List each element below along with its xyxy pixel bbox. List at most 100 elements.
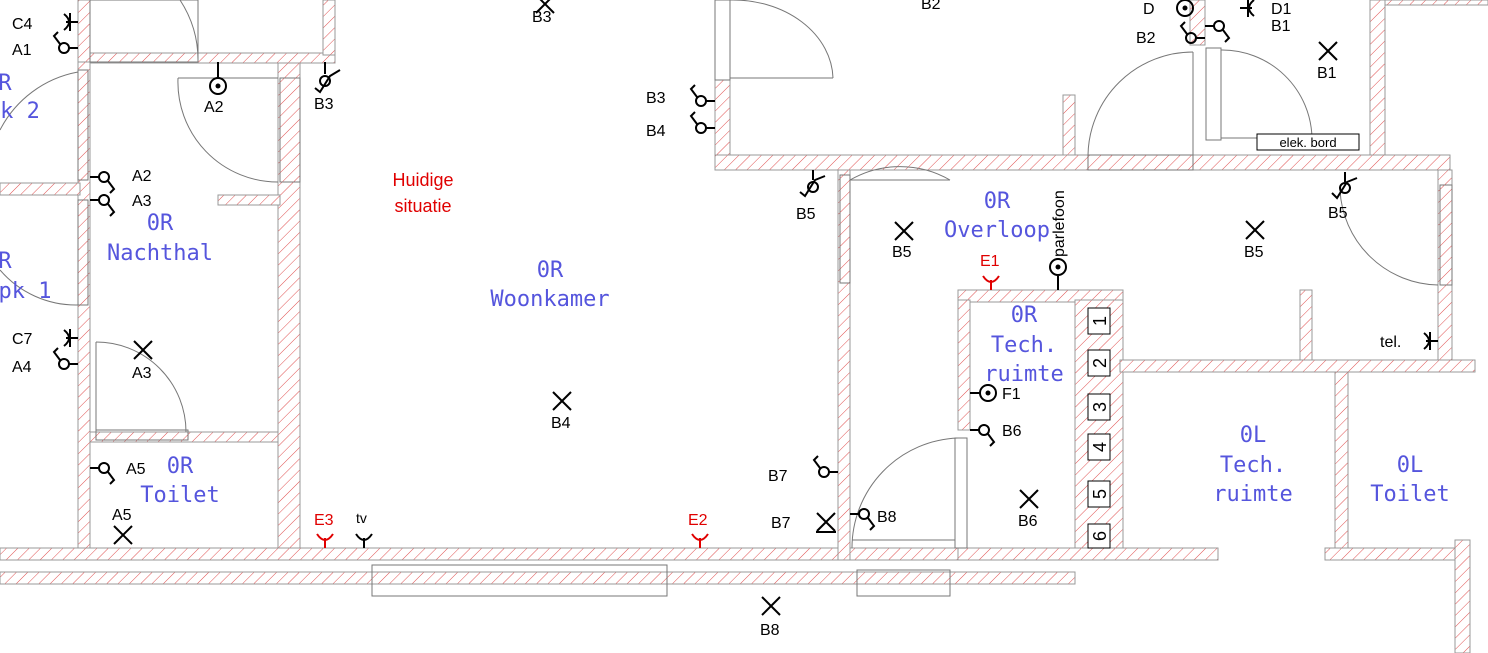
label-a2-top: A2 <box>204 99 224 116</box>
phone-outlet-icon <box>1423 331 1439 351</box>
switch-icon <box>53 347 79 370</box>
electrical-panel <box>1256 133 1360 151</box>
label-a1: A1 <box>12 42 32 59</box>
switch-icon <box>690 111 716 134</box>
label-b6-light: B6 <box>1018 513 1038 530</box>
label-a3-switch: A3 <box>132 193 152 210</box>
label-b4-switch: B4 <box>646 123 666 140</box>
ceiling-light-icon <box>761 596 781 616</box>
meter-box: 4 <box>1087 433 1111 461</box>
room-labels: R k 2 R pk 1 0R Nachthal 0R Woonkamer 0R… <box>0 71 1450 508</box>
plan-title-line1: Huidige <box>392 170 453 190</box>
switch-icon <box>89 462 115 485</box>
ceiling-light-icon <box>1245 220 1265 240</box>
label-c4: C4 <box>12 16 33 33</box>
phone-outlet-icon <box>1239 0 1255 18</box>
phone-outlet-icon <box>63 328 79 348</box>
room-slpk2-line2: k 2 <box>0 99 40 124</box>
label-b5-light1: B5 <box>892 244 912 261</box>
label-b2-switch: B2 <box>1136 30 1156 47</box>
ceiling-light-icon <box>113 525 133 545</box>
label-b3-top: B3 <box>314 96 334 113</box>
tv-outlet-icon <box>355 533 373 549</box>
ceiling-light-icon <box>133 340 153 360</box>
label-b5-switch2: B5 <box>1328 205 1348 222</box>
meter-label: 2 <box>1090 358 1110 368</box>
label-tel: tel. <box>1380 334 1401 351</box>
label-tv: tv <box>356 510 367 526</box>
room-toilet-r-line1: 0R <box>167 454 194 479</box>
phone-outlet-icon <box>63 12 79 32</box>
switch-icon <box>89 171 115 194</box>
label-b1-light: B1 <box>1317 65 1337 82</box>
switch-icon <box>813 455 839 478</box>
switch-icon <box>314 62 341 94</box>
label-b2: B2 <box>921 0 941 13</box>
outlet-e3-icon <box>316 533 334 549</box>
ceiling-light-icon <box>1019 489 1039 509</box>
meter-box: 5 <box>1087 480 1111 508</box>
room-toilet-l-line1: 0L <box>1397 453 1424 478</box>
room-slpk1-line2: pk 1 <box>0 279 51 304</box>
room-overloop-line1: 0R <box>984 189 1011 214</box>
label-e1: E1 <box>980 253 1000 270</box>
label-parlefoon: parlefoon <box>1051 190 1068 257</box>
room-nachthal-line2: Nachthal <box>107 241 213 266</box>
label-b7-switch: B7 <box>768 468 788 485</box>
room-toilet-r-line2: Toilet <box>140 483 219 508</box>
label-d1: D1 <box>1271 1 1292 18</box>
label-b7-light: B7 <box>771 515 791 532</box>
label-a2-switch: A2 <box>132 168 152 185</box>
label-b5-light2: B5 <box>1244 244 1264 261</box>
ceiling-light-icon <box>1318 41 1338 61</box>
ceiling-socket-icon <box>209 62 227 95</box>
meter-label: 4 <box>1090 442 1110 452</box>
room-overloop-line2: Overloop <box>944 218 1050 243</box>
label-f1: F1 <box>1002 386 1021 403</box>
room-woonkamer-line2: Woonkamer <box>490 287 609 312</box>
room-slpk2-line1: R <box>0 71 12 96</box>
meter-box: 6 <box>1087 523 1111 549</box>
switch-icon <box>89 194 115 217</box>
label-b3-switch: B3 <box>646 90 666 107</box>
room-tech-r-line1: 0R <box>1011 303 1038 328</box>
intercom-socket-icon <box>1049 258 1067 290</box>
room-tech-l-line1: 0L <box>1240 423 1267 448</box>
room-toilet-l-line2: Toilet <box>1370 482 1449 507</box>
room-tech-r-line3: ruimte <box>984 362 1063 387</box>
room-slpk1-line1: R <box>0 249 12 274</box>
room-woonkamer-line1: 0R <box>537 258 564 283</box>
ceiling-light-icon <box>552 391 572 411</box>
label-a5-switch: A5 <box>126 461 146 478</box>
label-b5-switch1: B5 <box>796 206 816 223</box>
electrical-symbols <box>53 0 1439 616</box>
meter-label: 3 <box>1090 402 1110 412</box>
meter-label: 6 <box>1090 531 1110 541</box>
socket-icon <box>970 384 997 402</box>
room-nachthal-line1: 0R <box>147 211 174 236</box>
room-tech-l-line2: Tech. <box>1220 453 1286 478</box>
label-a5-light: A5 <box>112 507 132 524</box>
wall-light-icon <box>816 512 836 533</box>
switch-icon <box>799 170 826 198</box>
doors-windows <box>0 0 1453 597</box>
meter-label: 5 <box>1090 489 1110 499</box>
plan-title-line2: situatie <box>394 196 451 216</box>
label-e3: E3 <box>314 512 334 529</box>
room-tech-l-line3: ruimte <box>1213 482 1292 507</box>
meter-box: 2 <box>1087 349 1111 377</box>
meter-box: 3 <box>1087 393 1111 421</box>
outlet-e2-icon <box>691 533 709 549</box>
label-a3-light: A3 <box>132 365 152 382</box>
label-elek-bord: elek. bord <box>1279 135 1336 150</box>
label-d: D <box>1143 1 1155 18</box>
room-tech-r-line2: Tech. <box>991 333 1057 358</box>
switch-icon <box>1204 20 1230 43</box>
symbol-labels: C4 A1 A2 B3 B3 A2 A3 C7 A4 A3 A5 A5 B4 B… <box>12 0 1401 639</box>
meter-boxes: 1 2 3 4 5 6 <box>1087 307 1111 549</box>
label-b8-light: B8 <box>760 622 780 639</box>
label-b6-switch: B6 <box>1002 423 1022 440</box>
label-a4: A4 <box>12 359 32 376</box>
